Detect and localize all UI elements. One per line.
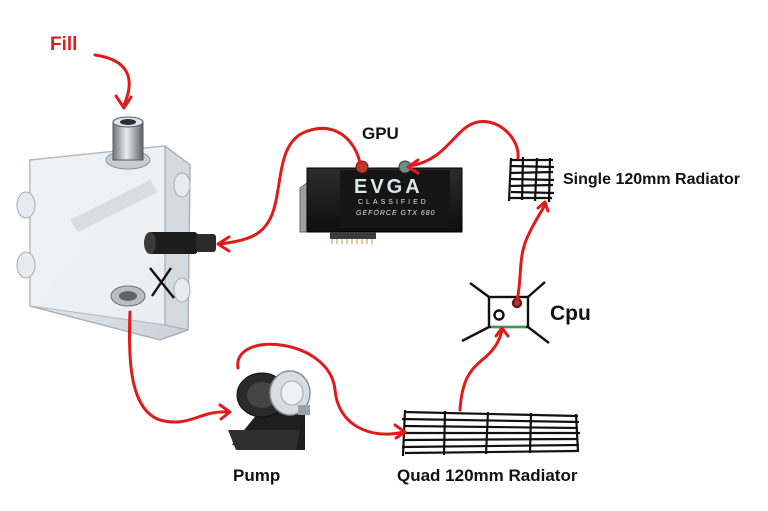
quad-radiator-label: Quad 120mm Radiator <box>397 466 578 485</box>
pump-image <box>228 370 311 450</box>
quad-radiator-sketch <box>401 409 580 457</box>
single-radiator-sketch <box>507 156 555 203</box>
fill-label: Fill <box>50 34 78 55</box>
single-radiator-label: Single 120mm Radiator <box>563 171 740 188</box>
gpu-image <box>299 160 463 244</box>
gpu-label: GPU <box>362 124 399 143</box>
pump-label: Pump <box>233 466 281 485</box>
gpu-series-text: CLASSIFIED <box>358 199 429 206</box>
cross-mark <box>149 267 175 299</box>
reservoir-image <box>16 116 216 341</box>
cpu-sketch <box>461 281 550 344</box>
gpu-model-text: GEFORCE GTX 680 <box>356 210 436 217</box>
loop-tubing <box>93 53 550 440</box>
cpu-label: Cpu <box>550 302 591 325</box>
gpu-brand-text: EVGA <box>354 176 423 198</box>
